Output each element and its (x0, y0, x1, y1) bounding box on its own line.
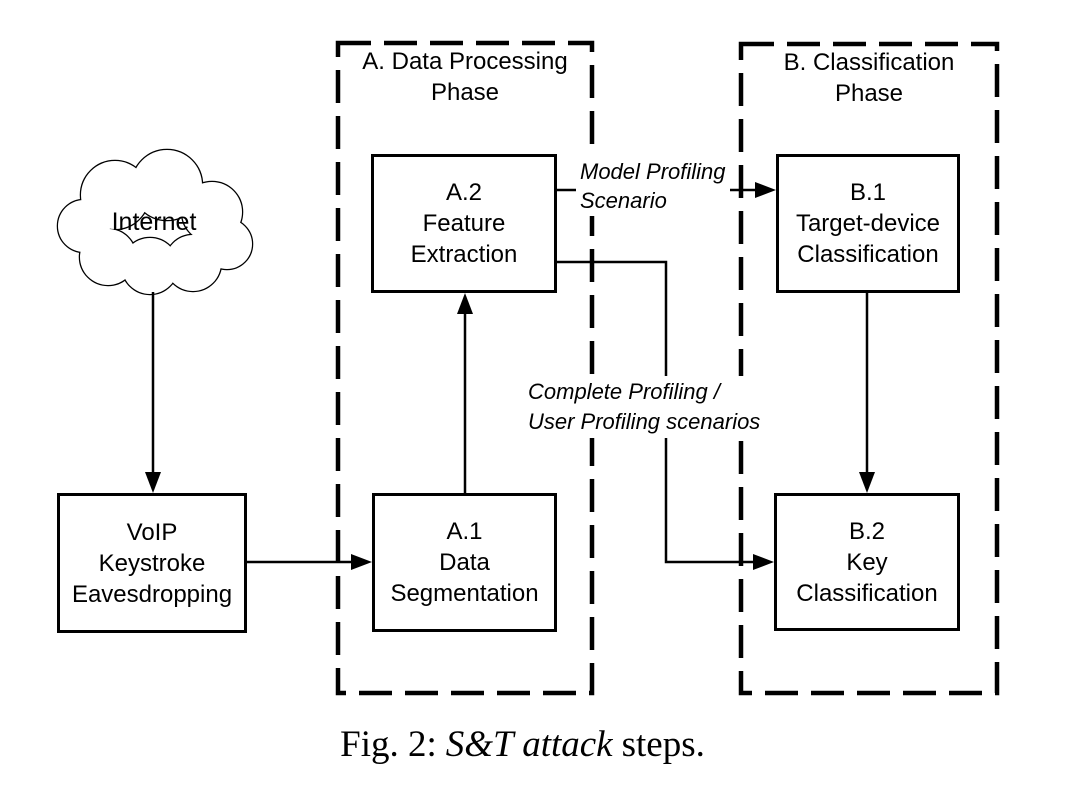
phase-a-title-line2: Phase (430, 79, 500, 106)
node-a1-line2: Data (439, 549, 490, 576)
node-a1-data-segmentation: A.1 Data Segmentation (372, 493, 557, 632)
caption-suffix: steps. (621, 724, 705, 765)
node-b1-line2: Target-device (795, 210, 941, 237)
phase-a-title: A. Data Processing Phase (338, 46, 592, 108)
node-b2-key-classification: B.2 Key Classification (774, 493, 960, 631)
node-voip-line3: Eavesdropping (71, 580, 233, 608)
arrowhead-into-b2-left (753, 554, 774, 570)
edge-label-complete-line1: Complete Profiling / (528, 379, 720, 404)
node-b1-target-device-classification: B.1 Target-device Classification (776, 154, 960, 293)
arrowhead-into-b1 (755, 182, 776, 198)
node-voip-line1: VoIP (126, 518, 178, 546)
internet-cloud-label: Internet (111, 208, 197, 236)
node-a1-line3: Segmentation (390, 580, 539, 607)
phase-a-dashed-border (335, 40, 595, 696)
node-a2-feature-extraction: A.2 Feature Extraction (371, 154, 557, 293)
node-b2-line3: Classification (796, 579, 938, 607)
phase-b-title-line2: Phase (834, 80, 904, 107)
arrowhead-into-voip (145, 472, 161, 493)
edge-label-complete-line2: User Profiling scenarios (528, 409, 761, 434)
phase-a-title-line1: A. Data Processing (362, 48, 568, 75)
node-b2-line2: Key (846, 548, 888, 576)
edge-label-model-line2: Scenario (580, 188, 667, 213)
arrowhead-into-b2-top (859, 472, 875, 493)
node-b1-line1: B.1 (849, 179, 887, 206)
node-b1-line3: Classification (797, 241, 939, 268)
phase-b-dashed-border (738, 41, 1000, 696)
edge-label-model-line1: Model Profiling (580, 159, 726, 184)
node-voip-line2: Keystroke (98, 549, 206, 577)
phase-b-title-line1: B. Classification (783, 49, 955, 76)
internet-cloud (56, 148, 254, 296)
phase-b-title: B. Classification Phase (741, 47, 997, 109)
node-b2-line1: B.2 (848, 517, 886, 545)
node-a2-line3: Extraction (410, 241, 518, 268)
caption-prefix: Fig. 2: (340, 724, 437, 765)
node-a2-line2: Feature (422, 210, 506, 237)
arrowhead-into-a2 (457, 293, 473, 314)
node-voip-keystroke-eavesdropping: VoIP Keystroke Eavesdropping (57, 493, 247, 633)
caption-italic-text: S&T attack (445, 724, 613, 765)
edge-label-complete-user-profiling: Complete Profiling / User Profiling scen… (524, 376, 765, 438)
arrowhead-into-a1 (351, 554, 372, 570)
node-a2-line1: A.2 (445, 179, 483, 206)
node-a1-line1: A.1 (446, 518, 483, 545)
edge-label-model-profiling-scenario: Model Profiling Scenario (576, 156, 730, 216)
